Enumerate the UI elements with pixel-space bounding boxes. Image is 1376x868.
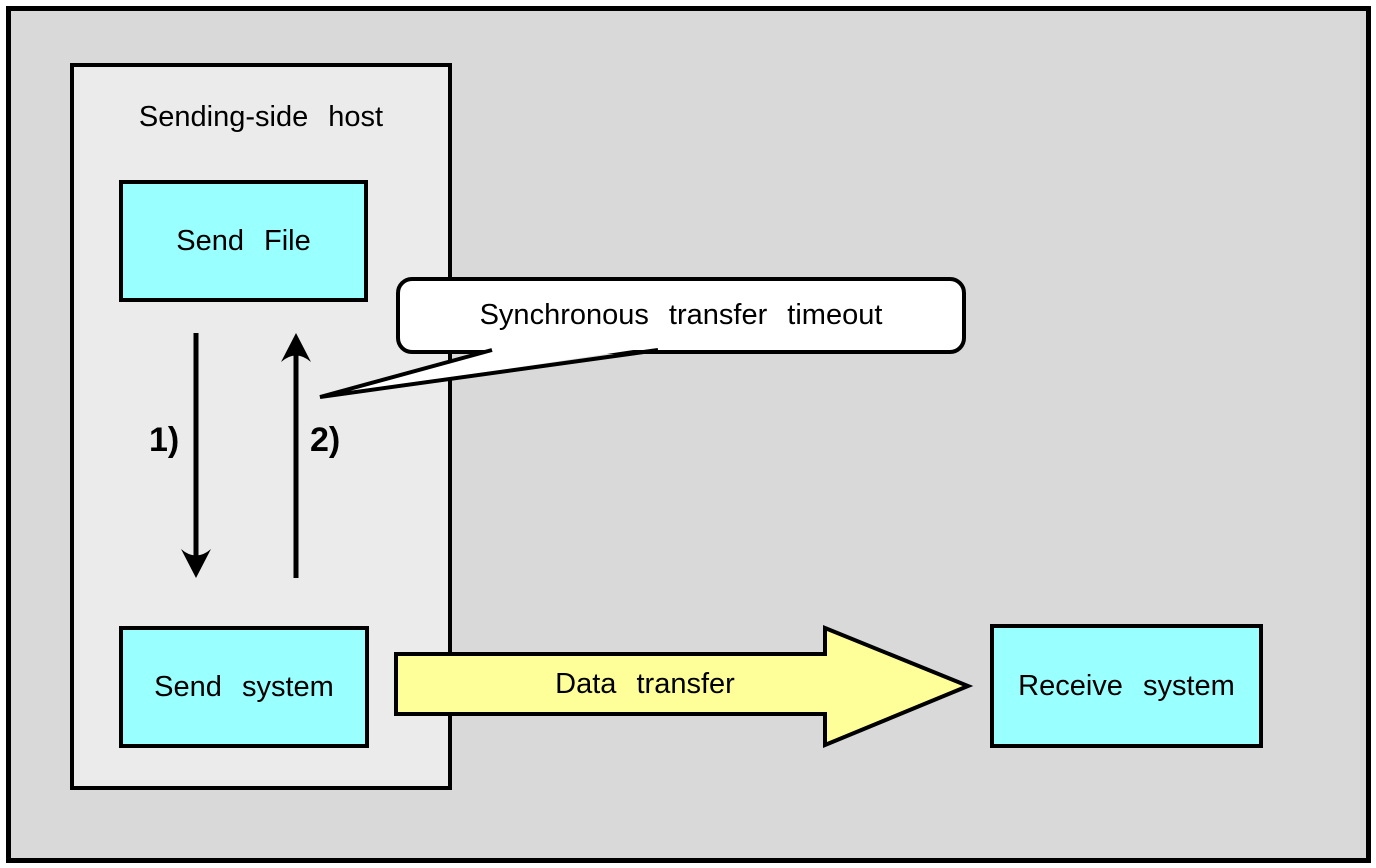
step-2-label: 2) <box>310 421 341 459</box>
step-1-label: 1) <box>149 421 180 459</box>
callout-bubble: Synchronous transfer timeout <box>396 277 966 354</box>
callout-text: Synchronous transfer timeout <box>479 299 883 331</box>
data-transfer-label: Data transfer <box>480 656 810 713</box>
node-receive-system: Receive system <box>990 624 1263 748</box>
node-send-file: Send File <box>119 180 368 302</box>
node-send-system: Send system <box>119 626 369 748</box>
node-receive-system-label: Receive system <box>1018 669 1235 702</box>
data-transfer-text: Data transfer <box>555 668 735 700</box>
node-send-system-label: Send system <box>154 670 334 703</box>
host-title: Sending-side host <box>138 101 384 133</box>
node-send-file-label: Send File <box>176 224 311 257</box>
